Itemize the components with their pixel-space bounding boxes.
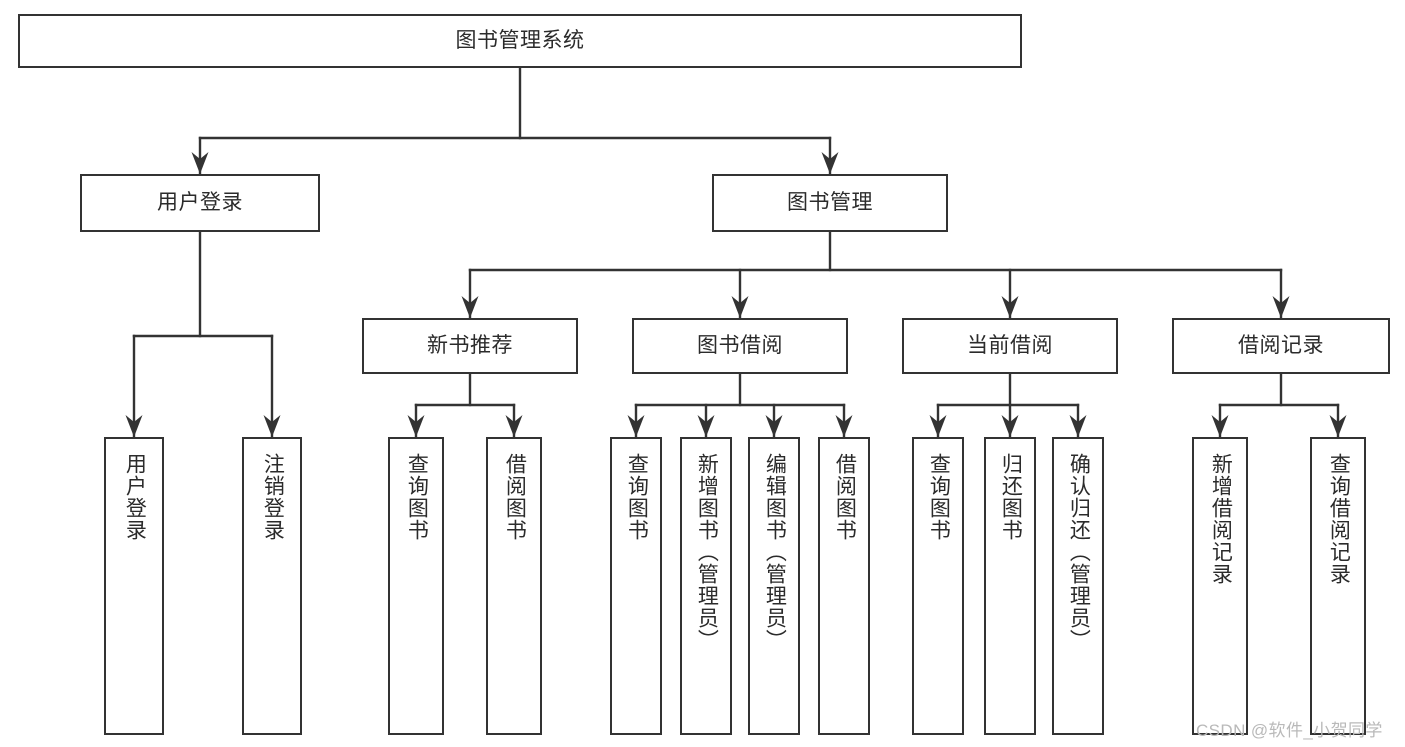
node-leaf-bb-query[interactable]: 查询图书 [610,437,662,735]
node-leaf-user-login[interactable]: 用户登录 [104,437,164,735]
node-leaf-bb-borrow[interactable]: 借阅图书 [818,437,870,735]
connector-arrowhead [263,415,281,437]
connector-arrowhead [1329,415,1347,437]
node-new-book-rec[interactable]: 新书推荐 [362,318,578,374]
node-label: 图书管理系统 [455,28,585,52]
node-leaf-cb-return[interactable]: 归还图书 [984,437,1036,735]
node-leaf-br-query[interactable]: 查询借阅记录 [1310,437,1366,735]
node-label: 借阅记录 [1238,333,1324,357]
node-label: 新书推荐 [427,333,513,357]
node-label: 新增借阅记录 [1209,453,1233,585]
connector-arrowhead [1001,296,1019,318]
connector-arrowhead [929,415,947,437]
node-leaf-bb-add[interactable]: 新增图书（管理员） [680,437,732,735]
node-label: 借阅图书 [833,453,857,541]
node-label: 查询图书 [625,453,649,541]
connector-arrowhead [461,296,479,318]
connector-arrowhead [731,296,749,318]
node-user-login[interactable]: 用户登录 [80,174,320,232]
connector-arrowhead [1272,296,1290,318]
connector-arrowhead [1069,415,1087,437]
connector-arrowhead [125,415,143,437]
node-leaf-user-logout[interactable]: 注销登录 [242,437,302,735]
connector-arrowhead [835,415,853,437]
node-leaf-cb-query[interactable]: 查询图书 [912,437,964,735]
connector-arrowhead [1211,415,1229,437]
node-label: 注销登录 [261,453,285,541]
connector-arrowhead [191,152,209,174]
node-leaf-bb-edit[interactable]: 编辑图书（管理员） [748,437,800,735]
node-label: 确认归还（管理员） [1067,453,1091,651]
node-book-manage[interactable]: 图书管理 [712,174,948,232]
node-label: 用户登录 [123,453,147,541]
connector-arrowhead [1001,415,1019,437]
connector-arrowhead [697,415,715,437]
node-label: 借阅图书 [503,453,527,541]
node-root[interactable]: 图书管理系统 [18,14,1022,68]
connector-arrowhead [765,415,783,437]
node-label: 查询借阅记录 [1327,453,1351,585]
connector-arrowhead [627,415,645,437]
node-label: 归还图书 [999,453,1023,541]
node-label: 编辑图书（管理员） [763,453,787,651]
connector-arrowhead [407,415,425,437]
node-label: 查询图书 [927,453,951,541]
node-leaf-cb-confirm[interactable]: 确认归还（管理员） [1052,437,1104,735]
node-borrow-record[interactable]: 借阅记录 [1172,318,1390,374]
node-label: 图书借阅 [697,333,783,357]
node-leaf-br-add[interactable]: 新增借阅记录 [1192,437,1248,735]
node-label: 查询图书 [405,453,429,541]
node-current-borrow[interactable]: 当前借阅 [902,318,1118,374]
node-leaf-nbr-query[interactable]: 查询图书 [388,437,444,735]
node-label: 当前借阅 [967,333,1053,357]
connector-arrowhead [821,152,839,174]
node-label: 图书管理 [787,190,873,214]
connector-arrowhead [505,415,523,437]
node-leaf-nbr-borrow[interactable]: 借阅图书 [486,437,542,735]
node-book-borrow[interactable]: 图书借阅 [632,318,848,374]
node-label: 用户登录 [157,190,243,214]
node-label: 新增图书（管理员） [695,453,719,651]
